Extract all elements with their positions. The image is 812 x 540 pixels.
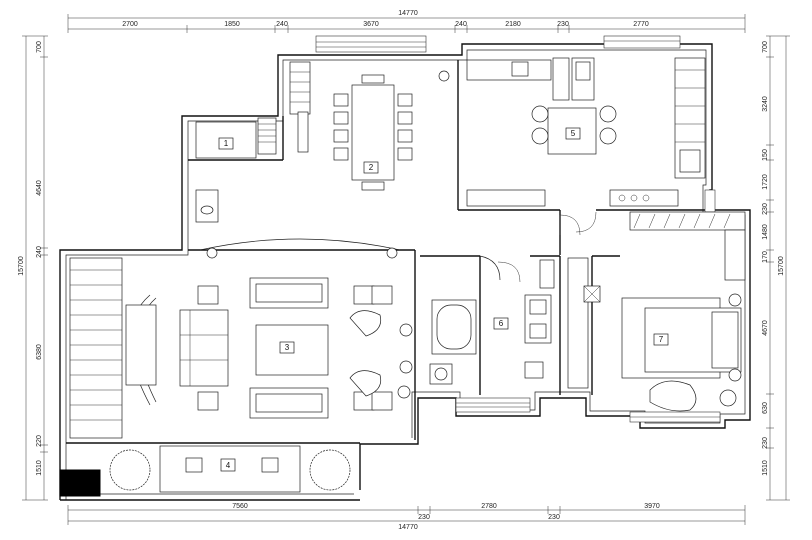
dim-left-seg-4: 6380	[36, 344, 43, 360]
dim-left-seg-6: 1510	[36, 460, 43, 476]
dim-right-seg-8: 4670	[762, 320, 769, 336]
dim-top-seg-6: 2180	[505, 21, 521, 28]
dim-left-seg-5: 220	[36, 435, 43, 447]
room-7-tag	[653, 333, 669, 346]
dim-top-seg-1: 2700	[122, 21, 138, 28]
dim-left-seg-3: 240	[36, 246, 43, 258]
dim-top-seg-4: 3670	[363, 21, 379, 28]
room-4-furniture	[59, 445, 351, 497]
room-4-tag	[220, 458, 236, 472]
room-3-furniture	[69, 238, 413, 439]
interior-walls	[66, 60, 706, 444]
dim-right-seg-5: 230	[762, 203, 769, 215]
dim-right-seg-7: 170	[762, 251, 769, 263]
room-label-7: 7	[659, 335, 664, 344]
dim-top-seg-3: 240	[276, 21, 288, 28]
dim-bottom-seg-1: 7560	[232, 503, 248, 510]
dim-top-seg-8: 2770	[633, 21, 649, 28]
room-2-tag	[363, 161, 379, 174]
dim-bottom-seg-3: 3970	[644, 503, 660, 510]
dim-top-total: 14770	[398, 10, 418, 17]
dim-right-seg-2: 3240	[762, 96, 769, 112]
room-5-tag	[565, 127, 581, 140]
dim-top-seg-2: 1850	[224, 21, 240, 28]
dim-right-seg-4: 1720	[762, 174, 769, 190]
dim-bottom-small-1: 230	[418, 514, 430, 521]
dim-bottom-seg-2: 2780	[481, 503, 497, 510]
room-6-tag	[493, 317, 509, 330]
dim-right-total: 15700	[778, 256, 785, 276]
dim-right-seg-3: 150	[762, 149, 769, 161]
dim-right-seg-6: 1480	[762, 224, 769, 240]
room-label-5: 5	[571, 129, 576, 138]
dim-left-total: 15700	[18, 256, 25, 276]
doors	[497, 211, 597, 283]
dim-right-seg-10: 230	[762, 437, 769, 449]
room-5-furniture	[466, 57, 706, 207]
dim-right-seg-11: 1510	[762, 460, 769, 476]
dim-right-seg-9: 630	[762, 402, 769, 414]
room-label-1: 1	[224, 139, 229, 148]
room-label-3: 3	[285, 343, 290, 352]
room-label-4: 4	[226, 461, 231, 470]
room-7-furniture	[567, 211, 746, 412]
dim-top-seg-7: 230	[557, 21, 569, 28]
dimension-lines	[22, 14, 790, 525]
dim-left-seg-2: 4640	[36, 180, 43, 196]
room-6-furniture	[429, 255, 555, 385]
room-3-tag	[279, 341, 295, 354]
dim-left-seg-1: 700	[36, 41, 43, 53]
dim-bottom-total: 14770	[398, 524, 418, 531]
room-label-6: 6	[499, 319, 504, 328]
dim-bottom-small-2: 230	[548, 514, 560, 521]
room-1-furniture	[195, 117, 277, 223]
room-label-2: 2	[369, 163, 374, 172]
windows	[315, 35, 721, 423]
dim-right-seg-1: 700	[762, 41, 769, 53]
dim-top-seg-5: 240	[455, 21, 467, 28]
room-1-tag	[218, 137, 234, 150]
